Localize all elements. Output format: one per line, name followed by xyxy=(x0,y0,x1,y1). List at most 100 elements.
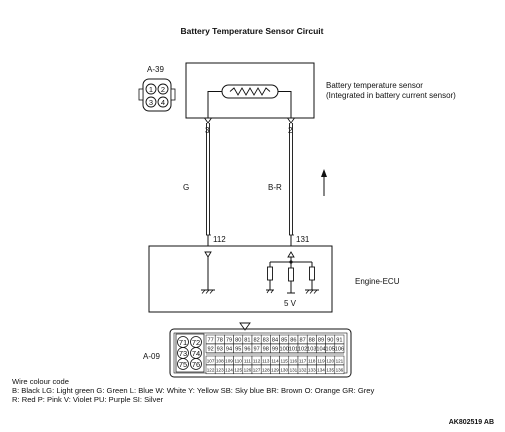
connector-a09-pin: 76 xyxy=(192,360,200,369)
connector-a09-pin: 106 xyxy=(335,347,344,353)
wire-colour-code-line1: B: Black LG: Light green G: Green L: Blu… xyxy=(12,386,375,395)
sensor-subtitle: (Integrated in battery current sensor) xyxy=(326,91,456,100)
ecu-terminal-left: 112 xyxy=(213,235,226,244)
connector-a09-pin-cavity xyxy=(177,358,189,370)
sensor-internal-wire-left xyxy=(207,91,222,118)
connector-a09-pin: 94 xyxy=(226,347,232,353)
connector-a09-pin: 131 xyxy=(290,368,298,373)
connector-a09-pin: 96 xyxy=(244,347,250,353)
connector-a09-pin: 78 xyxy=(217,338,223,344)
resistor-icon xyxy=(287,267,295,294)
connector-a09-pin: 128 xyxy=(262,368,270,373)
connector-a09-pin: 124 xyxy=(225,368,233,373)
terminal-arrow-icon xyxy=(204,251,212,258)
connector-a09-pin: 88 xyxy=(309,338,315,344)
connector-a09-pin: 113 xyxy=(262,359,270,364)
connector-a09-pin: 129 xyxy=(271,368,279,373)
wire-b-r xyxy=(289,123,293,235)
connector-a09-pin: 92 xyxy=(207,347,213,353)
connector-a09-pin: 85 xyxy=(281,338,287,344)
connector-a09-pin: 99 xyxy=(272,347,278,353)
sensor-internal-wire-right xyxy=(278,91,292,118)
ecu-name: Engine-ECU xyxy=(355,277,400,286)
connector-a09-pin: 74 xyxy=(192,349,200,358)
connector-a09-pin: 101 xyxy=(289,347,298,353)
wire-colour-code-line2: R: Red P: Pink V: Violet PU: Purple SI: … xyxy=(12,395,164,404)
page-title: Battery Temperature Sensor Circuit xyxy=(181,26,324,36)
connector-a09-pin: 90 xyxy=(327,338,333,344)
connector-a09-pin: 105 xyxy=(326,347,335,353)
wire-colour-code-heading: Wire colour code xyxy=(12,377,69,386)
sensor-name: Battery temperature sensor xyxy=(326,81,423,90)
connector-a09-pin: 83 xyxy=(263,338,269,344)
figure-id: AK802519 AB xyxy=(449,419,494,426)
connector-a09-pin: 98 xyxy=(263,347,269,353)
connector-a09-pin: 84 xyxy=(272,338,278,344)
connector-a09-pin: 119 xyxy=(317,359,325,364)
connector-a09-pin: 115 xyxy=(281,359,289,364)
connector-a09-pin: 103 xyxy=(307,347,316,353)
connector-a09-pin: 86 xyxy=(290,338,296,344)
connector-a09-pin: 135 xyxy=(326,368,334,373)
connector-a39-label: A-39 xyxy=(147,65,164,74)
connector-a09-pin: 77 xyxy=(207,338,213,344)
connector-a09-pin: 81 xyxy=(244,338,250,344)
connector-a09-pin: 73 xyxy=(179,349,187,358)
connector-a39-pin: 2 xyxy=(161,85,165,94)
connector-a09-pin: 116 xyxy=(290,359,298,364)
connector-a39-pin: 4 xyxy=(161,98,165,107)
connector-a09-pin: 109 xyxy=(225,359,233,364)
connector-a09-pin: 121 xyxy=(336,359,344,364)
connector-a09-pin: 91 xyxy=(336,338,342,344)
connector-a09-pin: 130 xyxy=(280,368,288,373)
ecu-voltage: 5 V xyxy=(284,299,297,308)
connector-a09-pin: 125 xyxy=(234,368,242,373)
connector-a09-pin: 114 xyxy=(271,359,279,364)
sensor-pin-left: 3 xyxy=(205,126,210,135)
engine-ecu-box xyxy=(148,245,333,313)
connector-a09-pin: 100 xyxy=(280,347,289,353)
connector-a09-left-block: 71 72 73 74 75 76 xyxy=(177,336,202,370)
connector-a09-pin: 107 xyxy=(207,359,215,364)
connector-a09-pin: 82 xyxy=(253,338,259,344)
connector-a09-pin: 75 xyxy=(179,360,187,369)
connector-a09-pin: 111 xyxy=(244,359,251,364)
connector-a09-pin: 133 xyxy=(308,368,316,373)
connector-a09-pin: 102 xyxy=(298,347,307,353)
connector-a09-pin: 89 xyxy=(318,338,324,344)
connector-a09-pin: 72 xyxy=(192,338,200,347)
ground-icon xyxy=(201,289,215,294)
connector-a39-pin: 3 xyxy=(149,98,153,107)
connector-a09-pin: 118 xyxy=(308,359,316,364)
connector-a09-pin: 117 xyxy=(299,359,307,364)
connector-a09-pin-cell xyxy=(334,364,345,375)
connector-a09-label: A-09 xyxy=(143,352,160,361)
current-direction-arrow-icon xyxy=(321,169,327,196)
connector-a09-pin: 110 xyxy=(235,359,243,364)
connector-a09-pin: 80 xyxy=(235,338,241,344)
connector-a09-pin: 93 xyxy=(217,347,223,353)
connector-a09-pin: 95 xyxy=(235,347,241,353)
wire-color-left: G xyxy=(183,183,189,192)
connector-a09-pin: 97 xyxy=(253,347,259,353)
resistor-icon xyxy=(266,262,274,294)
connector-a09-pin: 123 xyxy=(216,368,224,373)
ecu-terminal-right: 131 xyxy=(296,235,310,244)
connector-a09-pin: 108 xyxy=(216,359,224,364)
connector-a09-pin-cavity xyxy=(190,358,202,370)
terminal-arrow-icon xyxy=(203,117,213,124)
connector-a09-pin: 127 xyxy=(253,368,261,373)
connector-a09-pin: 122 xyxy=(207,368,215,373)
terminal-arrow-icon xyxy=(286,117,296,124)
connector-a09-pin: 79 xyxy=(226,338,232,344)
connector-a09-pin-cell xyxy=(334,343,345,354)
connector-a09-pin: 126 xyxy=(244,368,252,373)
connector-a09-pin: 71 xyxy=(179,338,187,347)
sensor-pin-right: 2 xyxy=(288,126,293,135)
connector-a09-pin: 120 xyxy=(326,359,334,364)
connector-a09-pin: 112 xyxy=(253,359,261,364)
connector-a09-pin: 104 xyxy=(316,347,325,353)
connector-a09-pin: 87 xyxy=(299,338,305,344)
